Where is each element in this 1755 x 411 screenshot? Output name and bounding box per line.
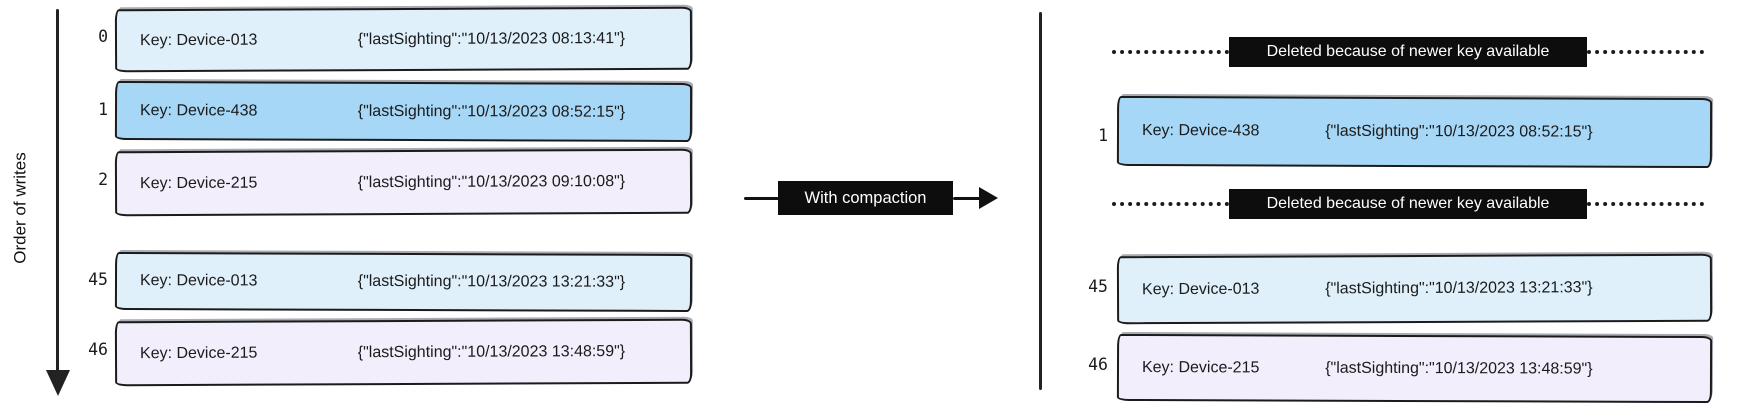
- dotted-line-left: [1112, 49, 1229, 54]
- record-value: {"lastSighting":"10/13/2023 13:21:33"}: [1325, 279, 1593, 298]
- dotted-line-right: [1587, 201, 1704, 206]
- right-index-46: 46: [1088, 355, 1108, 374]
- left-index-1: 1: [98, 100, 108, 119]
- record-key: Key: Device-438: [139, 101, 258, 119]
- down-arrowhead-icon: [46, 370, 70, 396]
- order-of-writes-label-text: Order of writes: [11, 151, 31, 264]
- left-record-row-1: Key: Device-438 {"lastSighting":"10/13/2…: [114, 80, 693, 143]
- deleted-row-0: Deleted because of newer key available: [1112, 36, 1704, 67]
- left-axis-line: [56, 9, 60, 372]
- deleted-label: Deleted because of newer key available: [1228, 188, 1588, 219]
- compaction-arrow-tail: [744, 197, 779, 201]
- record-value: {"lastSighting":"10/13/2023 09:10:08"}: [357, 172, 626, 191]
- record-value: {"lastSighting":"10/13/2023 13:21:33"}: [357, 272, 626, 291]
- record-key: Key: Device-215: [139, 344, 258, 362]
- left-index-46: 46: [88, 340, 108, 359]
- dotted-line-left: [1112, 201, 1229, 206]
- left-index-45: 45: [88, 270, 108, 289]
- left-record-row-0: Key: Device-013 {"lastSighting":"10/13/2…: [114, 6, 693, 73]
- compaction-arrow-shaft: [953, 197, 981, 201]
- record-key: Key: Device-013: [139, 31, 258, 49]
- record-key: Key: Device-215: [139, 174, 258, 192]
- left-index-0: 0: [98, 27, 108, 46]
- with-compaction-label: With compaction: [778, 181, 953, 215]
- record-key: Key: Device-215: [1141, 358, 1260, 376]
- deleted-row-1: Deleted because of newer key available: [1112, 188, 1704, 219]
- deleted-label: Deleted because of newer key available: [1228, 36, 1588, 67]
- right-axis-line: [1039, 12, 1043, 390]
- left-record-row-46: Key: Device-215 {"lastSighting":"10/13/2…: [114, 318, 693, 387]
- record-key: Key: Device-438: [1141, 122, 1260, 140]
- record-value: {"lastSighting":"10/13/2023 13:48:59"}: [357, 342, 626, 361]
- right-index-45: 45: [1088, 277, 1108, 296]
- left-record-row-2: Key: Device-215 {"lastSighting":"10/13/2…: [114, 148, 693, 217]
- right-record-row-46: Key: Device-215 {"lastSighting":"10/13/2…: [1116, 333, 1713, 404]
- dotted-line-right: [1587, 49, 1704, 54]
- right-arrowhead-icon: [979, 187, 998, 209]
- right-record-row-1: Key: Device-438 {"lastSighting":"10/13/2…: [1116, 95, 1713, 169]
- record-value: {"lastSighting":"10/13/2023 08:13:41"}: [357, 29, 626, 48]
- left-index-2: 2: [98, 170, 108, 189]
- with-compaction-label-text: With compaction: [804, 188, 927, 207]
- order-of-writes-label: Order of writes: [0, 95, 42, 320]
- record-value: {"lastSighting":"10/13/2023 08:52:15"}: [357, 102, 626, 121]
- record-value: {"lastSighting":"10/13/2023 08:52:15"}: [1325, 122, 1593, 141]
- right-record-row-45: Key: Device-013 {"lastSighting":"10/13/2…: [1116, 253, 1713, 325]
- record-key: Key: Device-013: [139, 272, 258, 290]
- right-index-1: 1: [1098, 126, 1108, 145]
- record-value: {"lastSighting":"10/13/2023 13:48:59"}: [1325, 359, 1593, 378]
- left-record-row-45: Key: Device-013 {"lastSighting":"10/13/2…: [114, 251, 693, 313]
- record-key: Key: Device-013: [1141, 280, 1260, 299]
